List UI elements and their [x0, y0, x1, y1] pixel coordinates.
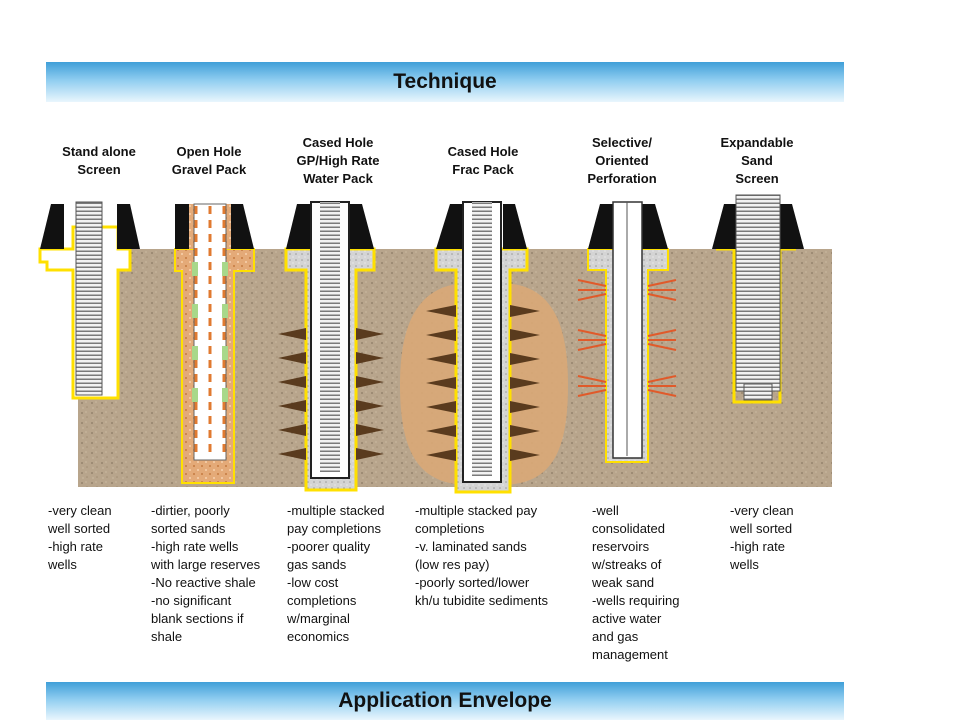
- desc-stand-alone-screen: -very clean well sorted -high rate wells: [48, 503, 112, 572]
- technique-header: Technique: [46, 62, 844, 102]
- well-stand-alone-screen: [38, 201, 140, 400]
- title-stand-alone-screen: Stand alone Screen: [62, 144, 136, 177]
- desc-expandable-sand-screen: -very clean well sorted -high rate wells: [730, 503, 794, 572]
- title-selective-oriented-perforation: Selective/ Oriented Perforation: [587, 135, 657, 186]
- application-envelope-footer: Application Envelope: [46, 682, 844, 720]
- title-cased-hole-gp-water-pack: Cased Hole GP/High Rate Water Pack: [296, 135, 380, 186]
- well-selective-oriented-perforation: [577, 201, 677, 463]
- well-expandable-sand-screen: [712, 194, 804, 404]
- title-expandable-sand-screen: Expandable Sand Screen: [720, 135, 794, 186]
- well-cased-hole-water-pack: [278, 201, 384, 492]
- title-open-hole-gravel-pack: Open Hole Gravel Pack: [171, 144, 247, 177]
- desc-selective-oriented-perforation: -well consolidated reservoirs w/streaks …: [592, 503, 680, 662]
- well-open-hole-gravel-pack: [174, 203, 255, 484]
- desc-cased-hole-water-pack: -multiple stacked pay completions -poore…: [287, 503, 385, 644]
- title-cased-hole-frac-pack: Cased Hole Frac Pack: [447, 144, 519, 177]
- perforation-tunnels: [278, 328, 384, 460]
- well-cased-hole-frac-pack: [400, 201, 568, 494]
- desc-open-hole-gravel-pack: -dirtier, poorly sorted sands -high rate…: [151, 503, 261, 644]
- desc-cased-hole-frac-pack: -multiple stacked pay completions -v. la…: [415, 503, 548, 608]
